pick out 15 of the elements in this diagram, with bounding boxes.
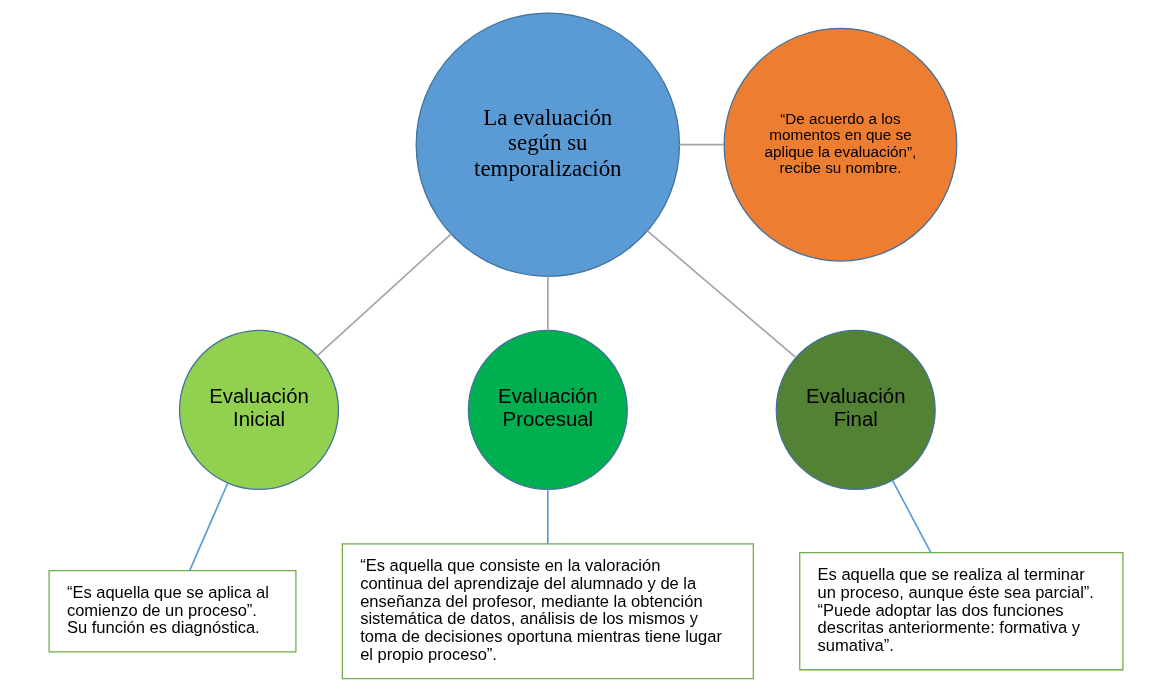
node-box: “Es aquella que consiste en la valoración continua del aprendizaje del alumnado y de la enseñanza del profesor, mediante la obtención sistemática de datos, análisis de los mismos y toma de decisiones oportuna mientras tiene lugar el propio proceso”. xyxy=(341,543,754,680)
node-circle: Evaluación Procesual xyxy=(467,329,628,490)
node-box: Es aquella que se realiza al terminar un proceso, aunque éste sea parcial”. “Puede adoptar las dos funciones descritas anteriormente: formativa y sumativa”. xyxy=(799,552,1124,671)
node-circle: Evaluación Inicial xyxy=(178,329,340,490)
connector xyxy=(678,143,725,146)
connector xyxy=(189,482,229,571)
node-box: “Es aquella que se aplica al comienzo de un proceso”. Su función es diagnóstica. xyxy=(48,569,297,653)
connector xyxy=(547,275,549,332)
connector xyxy=(646,230,797,359)
connector xyxy=(547,488,549,545)
node-circle: “De acuerdo a los momentos en que se aplique la evaluación”, recibe su nombre. xyxy=(723,27,958,262)
node-circle: Evaluación Final xyxy=(775,329,936,490)
connector xyxy=(316,232,453,357)
node-circle: La evaluación según su temporalización xyxy=(415,12,681,277)
connector xyxy=(891,479,932,554)
